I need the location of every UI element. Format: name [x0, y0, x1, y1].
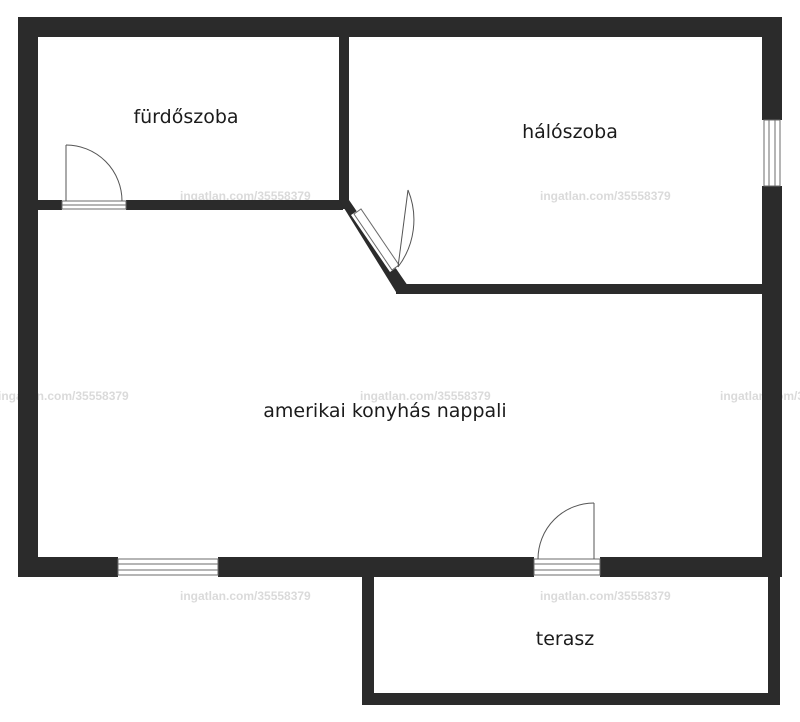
frames — [61, 119, 781, 576]
wall-bathroom-bottom — [38, 200, 343, 210]
bedroom-window-gap — [761, 120, 783, 186]
living-room-window — [117, 558, 219, 576]
wall-left — [18, 17, 38, 577]
room-label-bedroom: hálószoba — [522, 121, 618, 143]
terrace-wall-bottom — [362, 693, 780, 705]
terrace-wall-left — [362, 577, 374, 705]
doors — [65, 144, 595, 560]
wall-openings — [62, 120, 783, 578]
terrace-door-threshold — [533, 558, 601, 576]
watermark: ingatlan.com/35558379 — [180, 589, 311, 603]
wall-top — [18, 17, 782, 37]
watermark: ingatlan.com/35558379 — [540, 589, 671, 603]
terrace-door-swing — [537, 502, 595, 560]
bathroom-door-swing — [65, 144, 123, 202]
watermark: ingatlan.com/35558379 — [540, 189, 671, 203]
watermark: ingatlan.com/35558379 — [360, 389, 491, 403]
bedroom-door-gap — [351, 207, 402, 272]
wall-bedroom-bottom — [396, 284, 762, 294]
watermark: ingatlan.com/35558379 — [180, 189, 311, 203]
room-labels: fürdőszoba hálószoba amerikai konyhás na… — [133, 106, 617, 650]
terrace-walls — [362, 577, 780, 705]
living-window-gap — [118, 556, 218, 578]
watermark: ingatlan.com/35558379 — [720, 389, 800, 403]
bedroom-door-swing — [397, 189, 415, 268]
room-label-living-room: amerikai konyhás nappali — [263, 400, 506, 422]
room-label-bathroom: fürdőszoba — [133, 106, 238, 128]
terrace-door-gap — [534, 556, 600, 578]
outer-walls — [18, 17, 782, 577]
wall-right — [762, 17, 782, 577]
bedroom-door-leaf — [397, 189, 409, 268]
terrace-wall-right — [768, 577, 780, 705]
wall-bathroom-right — [339, 37, 349, 209]
bedroom-window — [763, 119, 781, 187]
room-label-terrace: terasz — [536, 628, 594, 650]
